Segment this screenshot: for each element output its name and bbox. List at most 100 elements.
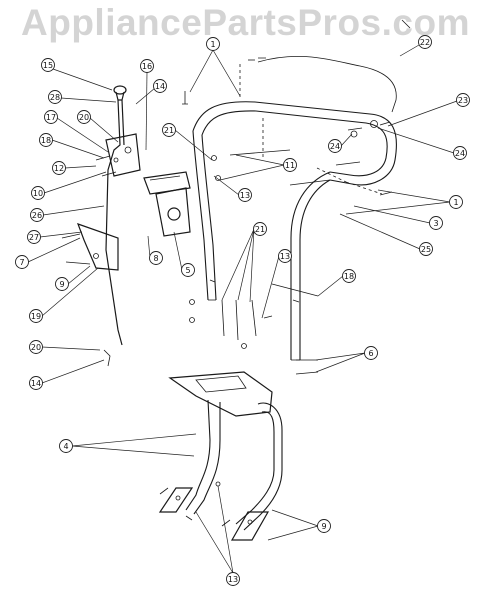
callout-8: 8	[149, 251, 163, 265]
callout-label: 16	[142, 62, 152, 71]
callout-label: 9	[59, 280, 64, 289]
callout-18: 18	[342, 269, 356, 283]
callout-label: 5	[185, 266, 190, 275]
callout-1: 1	[449, 195, 463, 209]
callout-13: 13	[278, 249, 292, 263]
callout-label: 13	[240, 191, 250, 200]
callout-18: 18	[39, 133, 53, 147]
callout-label: 11	[285, 161, 295, 170]
callout-label: 1	[453, 198, 458, 207]
callout-label: 20	[79, 113, 89, 122]
callout-11: 11	[283, 158, 297, 172]
callout-circle	[41, 58, 55, 72]
callout-label: 6	[368, 349, 373, 358]
callout-circle	[140, 59, 154, 73]
callout-circle	[206, 37, 220, 51]
callout-16: 16	[140, 59, 154, 73]
shift-rod	[103, 349, 111, 367]
callout-label: 28	[50, 93, 60, 102]
callout-20: 20	[29, 340, 43, 354]
callout-4: 4	[59, 439, 73, 453]
callout-circle	[253, 222, 267, 236]
callout-circle	[149, 251, 163, 265]
callout-label: 15	[43, 61, 53, 70]
callout-6: 6	[364, 346, 378, 360]
callout-label: 18	[41, 136, 51, 145]
callout-label: 26	[32, 211, 42, 220]
callout-circle	[29, 309, 43, 323]
callout-circle	[39, 133, 53, 147]
callout-label: 8	[153, 254, 158, 263]
callout-circle	[44, 110, 58, 124]
callout-22: 22	[418, 35, 432, 49]
lower-left-bracket	[61, 223, 119, 271]
callout-layer: 1 22 16 15 14 28 23 17 20 21 24 24 18 12 11 10 13 1 26 3 27 2…	[15, 35, 470, 586]
callout-label: 27	[29, 233, 39, 242]
callout-23: 23	[456, 93, 470, 107]
callout-label: 23	[458, 96, 468, 105]
control-cable	[248, 19, 411, 113]
callout-circle	[52, 161, 66, 175]
callout-circle	[283, 158, 297, 172]
callout-5: 5	[181, 263, 195, 277]
callout-label: 13	[280, 252, 290, 261]
callout-9: 9	[317, 519, 331, 533]
callout-26: 26	[30, 208, 44, 222]
callout-circle	[419, 242, 433, 256]
callout-circle	[453, 146, 467, 160]
callout-label: 21	[255, 225, 265, 234]
callout-label: 21	[164, 126, 174, 135]
callout-1: 1	[206, 37, 220, 51]
callout-circle	[342, 269, 356, 283]
callout-label: 3	[433, 219, 438, 228]
lower-handle	[158, 371, 283, 541]
callout-label: 18	[344, 272, 354, 281]
callout-circle	[15, 255, 29, 269]
callout-15: 15	[41, 58, 55, 72]
callout-label: 24	[330, 142, 340, 151]
callout-27: 27	[27, 230, 41, 244]
callout-24: 24	[453, 146, 467, 160]
callout-label: 20	[31, 343, 41, 352]
callout-circle	[328, 139, 342, 153]
callout-circle	[30, 208, 44, 222]
callout-21: 21	[162, 123, 176, 137]
callout-13: 13	[238, 188, 252, 202]
callout-circle	[59, 439, 73, 453]
callout-circle	[278, 249, 292, 263]
callout-label: 9	[321, 522, 326, 531]
callout-17: 17	[44, 110, 58, 124]
callout-label: 13	[228, 575, 238, 584]
callout-label: 19	[31, 312, 41, 321]
callout-14: 14	[29, 376, 43, 390]
callout-circle	[364, 346, 378, 360]
callout-10: 10	[31, 186, 45, 200]
callout-circle	[226, 572, 240, 586]
callout-circle	[27, 230, 41, 244]
callout-3: 3	[429, 216, 443, 230]
callout-28: 28	[48, 90, 62, 104]
callout-24: 24	[328, 139, 342, 153]
middle-bolts	[189, 283, 319, 375]
callout-label: 14	[31, 379, 41, 388]
callout-label: 25	[421, 245, 431, 254]
mounting-bracket	[143, 171, 191, 237]
hardware-bolts	[182, 91, 393, 196]
callout-14: 14	[153, 79, 167, 93]
callout-label: 24	[455, 149, 465, 158]
callout-circle	[181, 263, 195, 277]
callout-21: 21	[253, 222, 267, 236]
callout-circle	[55, 277, 69, 291]
callout-label: 12	[54, 164, 64, 173]
callout-circle	[429, 216, 443, 230]
callout-circle	[449, 195, 463, 209]
callout-circle	[238, 188, 252, 202]
callout-label: 22	[420, 38, 430, 47]
callout-label: 14	[155, 82, 165, 91]
shift-lever-assembly	[95, 85, 141, 346]
callout-label: 4	[63, 442, 68, 451]
callout-label: 7	[19, 258, 24, 267]
leader-lines	[27, 44, 458, 574]
callout-circle	[31, 186, 45, 200]
